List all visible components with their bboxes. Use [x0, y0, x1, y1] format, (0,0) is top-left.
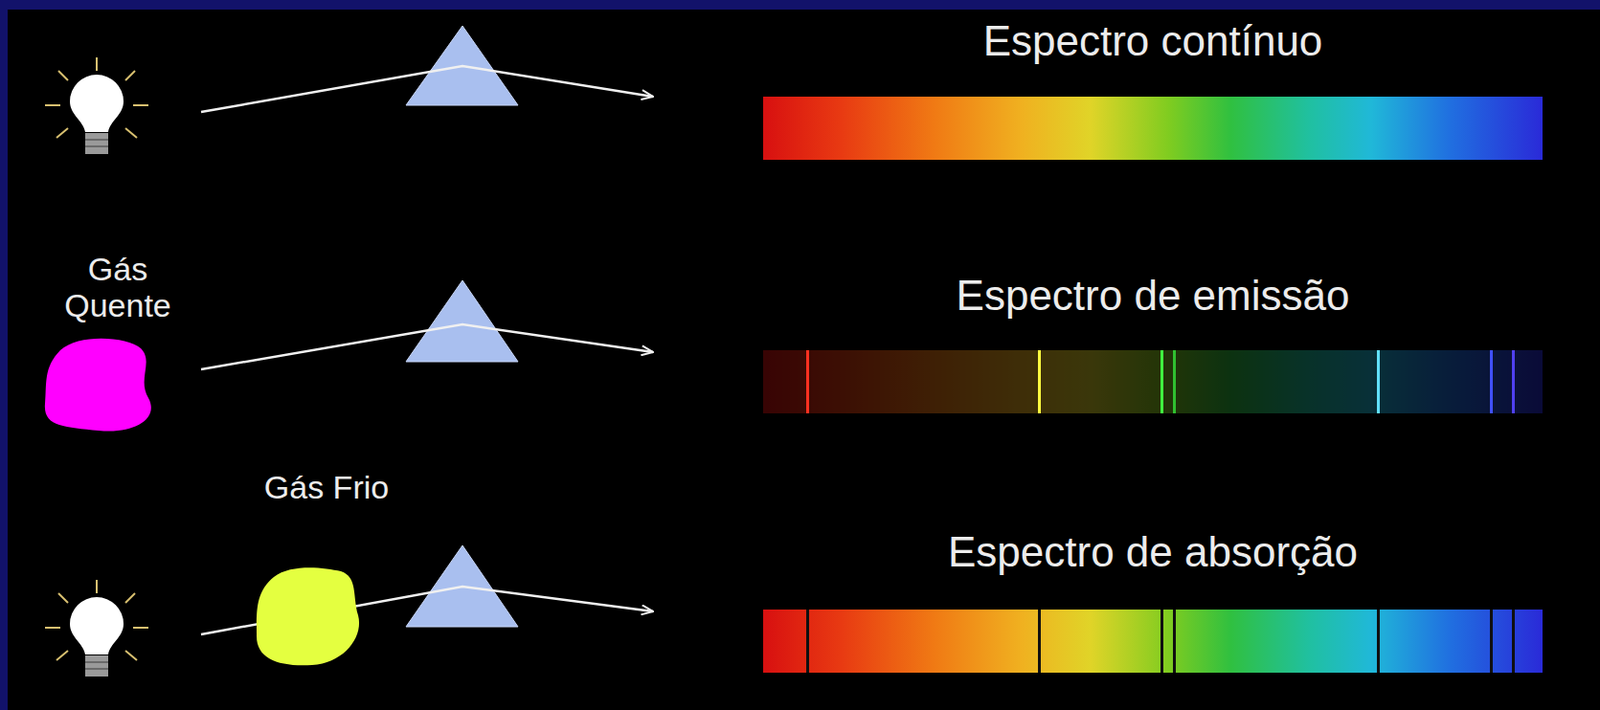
absorption-line [1511, 609, 1515, 674]
gas-blob [252, 563, 362, 669]
spectrum-bar [763, 609, 1543, 674]
spectrum-bar [763, 96, 1543, 160]
absorption-line [1160, 609, 1164, 674]
spectrum-bar [763, 350, 1543, 414]
emission-line [1376, 350, 1380, 414]
light-ray [201, 66, 654, 113]
spectrum-band: Espectro de absorção [763, 528, 1543, 674]
dark-overlay [763, 350, 1543, 414]
spectrum-band: Espectro contínuo [763, 17, 1543, 160]
emission-line [1037, 350, 1041, 414]
gas-blob [41, 331, 157, 434]
gas-cloud: Gás Frio [252, 469, 401, 671]
emission-line [1511, 350, 1515, 414]
emission-line [806, 350, 810, 414]
emission-line [1172, 350, 1176, 414]
prism [405, 280, 519, 362]
light-bulb [45, 57, 149, 155]
absorption-line [1037, 609, 1041, 674]
spectrum-title: Espectro contínuo [763, 17, 1543, 65]
absorption-line [806, 609, 810, 674]
spectrum-title: Espectro de emissão [763, 271, 1543, 319]
gas-cloud: Gás Quente [41, 250, 195, 438]
spectrum-band: Espectro de emissão [763, 271, 1543, 414]
absorption-line [1376, 609, 1380, 674]
gas-label: Gás Frio [252, 469, 401, 506]
emission-line [1489, 350, 1493, 414]
absorption-line [1172, 609, 1176, 674]
absorption-line [1489, 609, 1493, 674]
spectrum-title: Espectro de absorção [763, 528, 1543, 576]
light-bulb [45, 580, 149, 677]
gas-label: Gás Quente [41, 250, 195, 324]
emission-line [1160, 350, 1164, 414]
light-ray [201, 324, 654, 370]
